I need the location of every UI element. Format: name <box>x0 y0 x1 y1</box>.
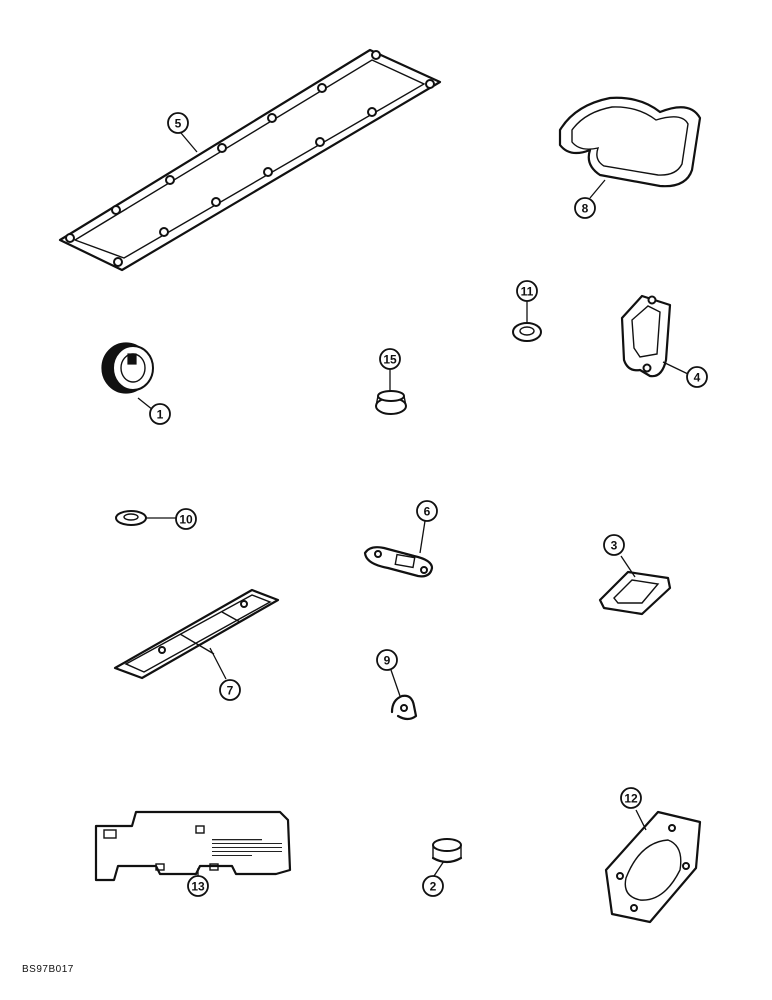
callout-5-label: 5 <box>175 117 182 131</box>
part-4-gasket <box>620 294 672 378</box>
part-5-long-gasket <box>58 48 442 272</box>
part-12-gasket <box>604 810 702 924</box>
callout-5: 5 <box>167 112 189 134</box>
callout-1: 1 <box>149 403 171 425</box>
callout-13-label: 13 <box>191 880 205 894</box>
part-7-gasket <box>113 588 280 680</box>
callout-9: 9 <box>376 649 398 671</box>
callout-11-label: 11 <box>521 285 534 299</box>
part-9-clip <box>390 694 418 721</box>
part-6-gasket <box>363 546 434 578</box>
part-8-cover-gasket <box>558 96 702 188</box>
callout-7-label: 7 <box>227 684 234 698</box>
callout-4: 4 <box>686 366 708 388</box>
part-3-gasket <box>598 570 672 616</box>
callout-12: 12 <box>620 787 642 809</box>
callout-3: 3 <box>603 534 625 556</box>
callout-10: 10 <box>175 508 197 530</box>
part-11-seal <box>512 322 542 342</box>
callout-15-label: 15 <box>383 353 397 367</box>
callout-12-label: 12 <box>624 792 638 806</box>
leader-lines <box>137 132 689 877</box>
callout-13: 13 <box>187 875 209 897</box>
callout-2-label: 2 <box>430 880 437 894</box>
callout-8-label: 8 <box>582 202 589 216</box>
part-10-washer <box>115 510 147 526</box>
callout-15: 15 <box>379 348 401 370</box>
callout-11: 11 <box>516 280 538 302</box>
callout-8: 8 <box>574 197 596 219</box>
callout-1-label: 1 <box>157 408 164 422</box>
callout-4-label: 4 <box>694 371 701 385</box>
callout-9-label: 9 <box>384 654 391 668</box>
part-13-gauge-card <box>94 810 292 882</box>
part-15-plug <box>375 390 407 415</box>
callout-6: 6 <box>416 500 438 522</box>
callout-3-label: 3 <box>611 539 618 553</box>
callout-10-label: 10 <box>179 513 193 527</box>
figure-code: BS97B017 <box>22 964 74 975</box>
callout-7: 7 <box>219 679 241 701</box>
callout-6-label: 6 <box>424 505 431 519</box>
callout-2: 2 <box>422 875 444 897</box>
part-1-seal-ring <box>101 342 154 394</box>
part-2-sleeve <box>431 838 463 864</box>
